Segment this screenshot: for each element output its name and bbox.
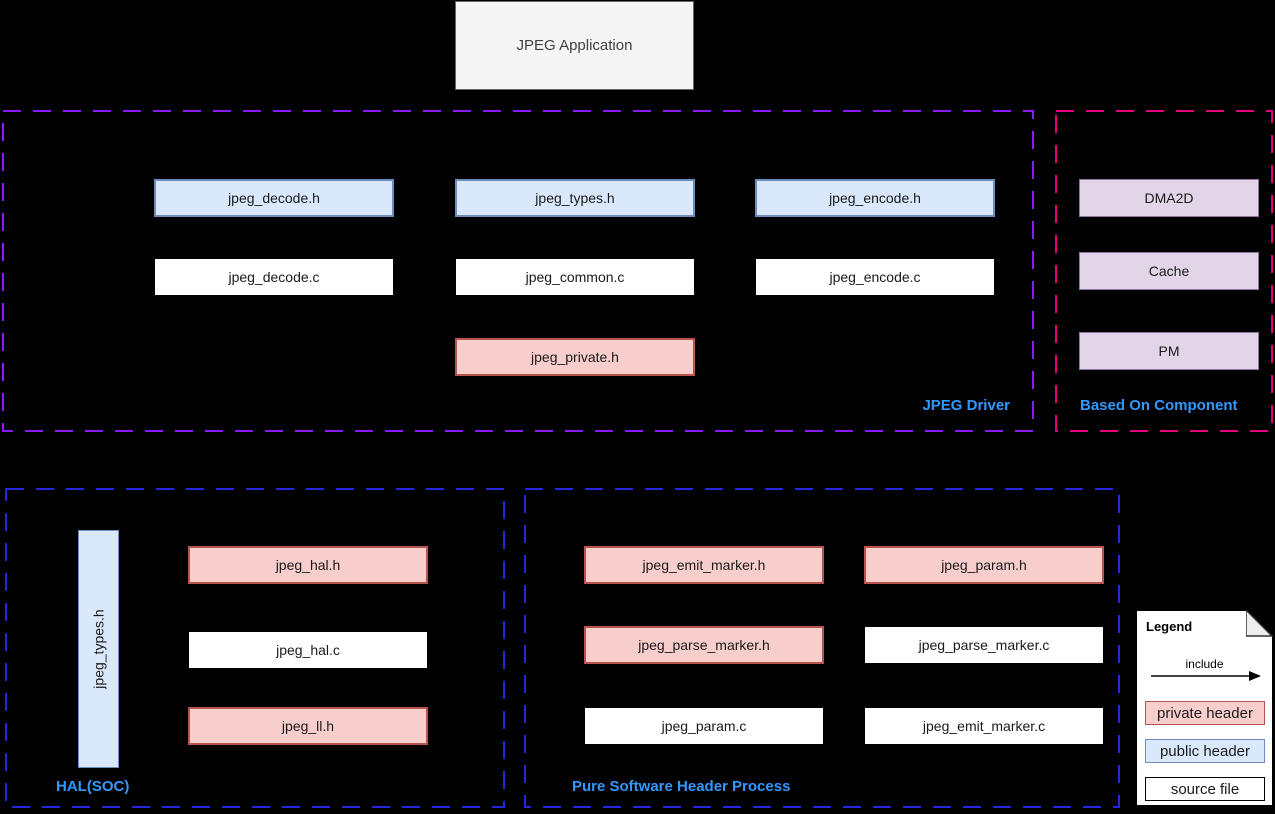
legend-title: Legend — [1146, 619, 1193, 634]
legend-item-source-file: source file — [1145, 777, 1265, 801]
box-jpeg-encode-c: jpeg_encode.c — [755, 258, 995, 296]
box-jpeg-parse-marker-c: jpeg_parse_marker.c — [864, 626, 1104, 664]
box-jpeg-private-h: jpeg_private.h — [455, 338, 695, 376]
jpeg-application-box: JPEG Application — [455, 1, 694, 90]
box-jpeg-common-c: jpeg_common.c — [455, 258, 695, 296]
legend-note: Legend include private header public hea… — [1136, 610, 1273, 806]
based-on-component-section: Based On Component DMA2D Cache PM — [1055, 110, 1273, 432]
based-on-component-dashed-border — [1055, 110, 1273, 432]
pure-software-label: Pure Software Header Process — [572, 778, 791, 795]
box-jpeg-types-h-vertical: jpeg_types.h — [78, 530, 119, 768]
pure-software-dashed-border — [524, 488, 1120, 808]
hal-soc-section: HAL(SOC) jpeg_types.h jpeg_hal.h jpeg_ha… — [5, 488, 505, 808]
legend-item-private-header: private header — [1145, 701, 1265, 725]
hal-soc-label: HAL(SOC) — [56, 778, 130, 795]
box-cache: Cache — [1079, 252, 1259, 290]
box-jpeg-emit-marker-c: jpeg_emit_marker.c — [864, 707, 1104, 745]
include-arrow-icon — [1151, 671, 1261, 681]
box-jpeg-encode-h: jpeg_encode.h — [755, 179, 995, 217]
box-jpeg-decode-c: jpeg_decode.c — [154, 258, 394, 296]
box-jpeg-hal-h: jpeg_hal.h — [188, 546, 428, 584]
jpeg-driver-section: JPEG Driver jpeg_decode.h jpeg_types.h j… — [2, 110, 1034, 432]
box-jpeg-emit-marker-h: jpeg_emit_marker.h — [584, 546, 824, 584]
pure-software-section: Pure Software Header Process jpeg_emit_m… — [524, 488, 1120, 808]
box-jpeg-hal-c: jpeg_hal.c — [188, 631, 428, 669]
box-jpeg-parse-marker-h: jpeg_parse_marker.h — [584, 626, 824, 664]
box-jpeg-types-h: jpeg_types.h — [455, 179, 695, 217]
legend-include-label: include — [1185, 657, 1224, 671]
legend-folded-corner — [1246, 610, 1273, 637]
box-jpeg-param-h: jpeg_param.h — [864, 546, 1104, 584]
legend-item-public-header: public header — [1145, 739, 1265, 763]
jpeg-driver-dashed-border — [2, 110, 1034, 432]
box-jpeg-decode-h: jpeg_decode.h — [154, 179, 394, 217]
jpeg-driver-label: JPEG Driver — [922, 397, 1010, 414]
box-dma2d: DMA2D — [1079, 179, 1259, 217]
box-jpeg-types-h-vertical-label: jpeg_types.h — [90, 609, 107, 689]
box-pm: PM — [1079, 332, 1259, 370]
based-on-component-label: Based On Component — [1080, 397, 1238, 414]
box-jpeg-param-c: jpeg_param.c — [584, 707, 824, 745]
box-jpeg-ll-h: jpeg_ll.h — [188, 707, 428, 745]
hal-soc-dashed-border — [5, 488, 505, 808]
